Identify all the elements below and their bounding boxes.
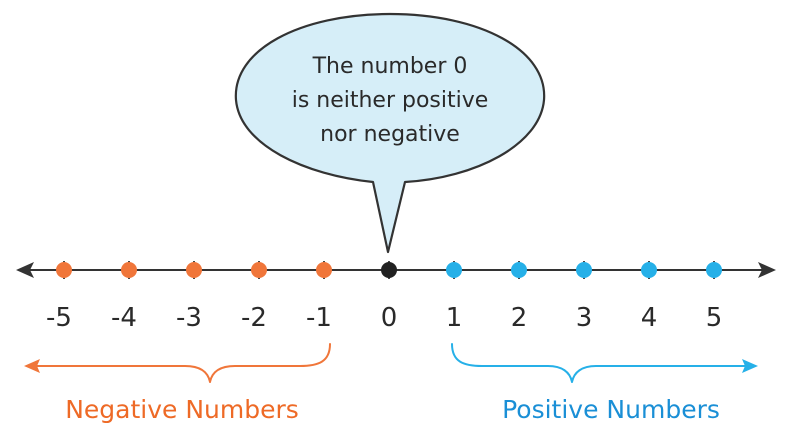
negative-brace	[24, 343, 331, 383]
tick-label: -1	[306, 303, 332, 333]
number-points	[56, 262, 722, 278]
negative-point	[121, 262, 137, 278]
negative-point	[56, 262, 72, 278]
callout-bubble: The number 0 is neither positive nor neg…	[234, 12, 546, 254]
axis-arrow-left	[16, 262, 34, 278]
negative-point	[251, 262, 267, 278]
positive-numbers-label: Positive Numbers	[502, 395, 720, 424]
positive-brace	[451, 343, 758, 383]
positive-point	[511, 262, 527, 278]
negative-point	[316, 262, 332, 278]
negative-arrow-head	[24, 359, 40, 373]
positive-point	[641, 262, 657, 278]
positive-point	[576, 262, 592, 278]
callout-line-2: is neither positive	[292, 88, 489, 113]
axis-arrow-right	[758, 262, 776, 278]
callout-line-3: nor negative	[320, 122, 460, 147]
tick-label: 2	[511, 303, 528, 333]
tick-label: 0	[381, 303, 398, 333]
callout-line-1: The number 0	[312, 54, 468, 79]
callout-bubble-shape	[234, 12, 546, 254]
tick-label: 1	[446, 303, 463, 333]
tick-label: -3	[176, 303, 202, 333]
positive-brace-path	[451, 343, 747, 383]
tick-label: 4	[641, 303, 658, 333]
tick-label: 3	[576, 303, 593, 333]
positive-point	[446, 262, 462, 278]
zero-point	[381, 262, 397, 278]
negative-point	[186, 262, 202, 278]
negative-brace-path	[33, 343, 331, 383]
tick-labels: -5 -4 -3 -2 -1 0 1 2 3 4 5	[46, 303, 722, 333]
negative-numbers-label: Negative Numbers	[65, 395, 299, 424]
tick-label: -4	[111, 303, 137, 333]
tick-label: -2	[241, 303, 267, 333]
tick-label: 5	[706, 303, 723, 333]
tick-label: -5	[46, 303, 72, 333]
positive-point	[706, 262, 722, 278]
positive-arrow-head	[742, 359, 758, 373]
